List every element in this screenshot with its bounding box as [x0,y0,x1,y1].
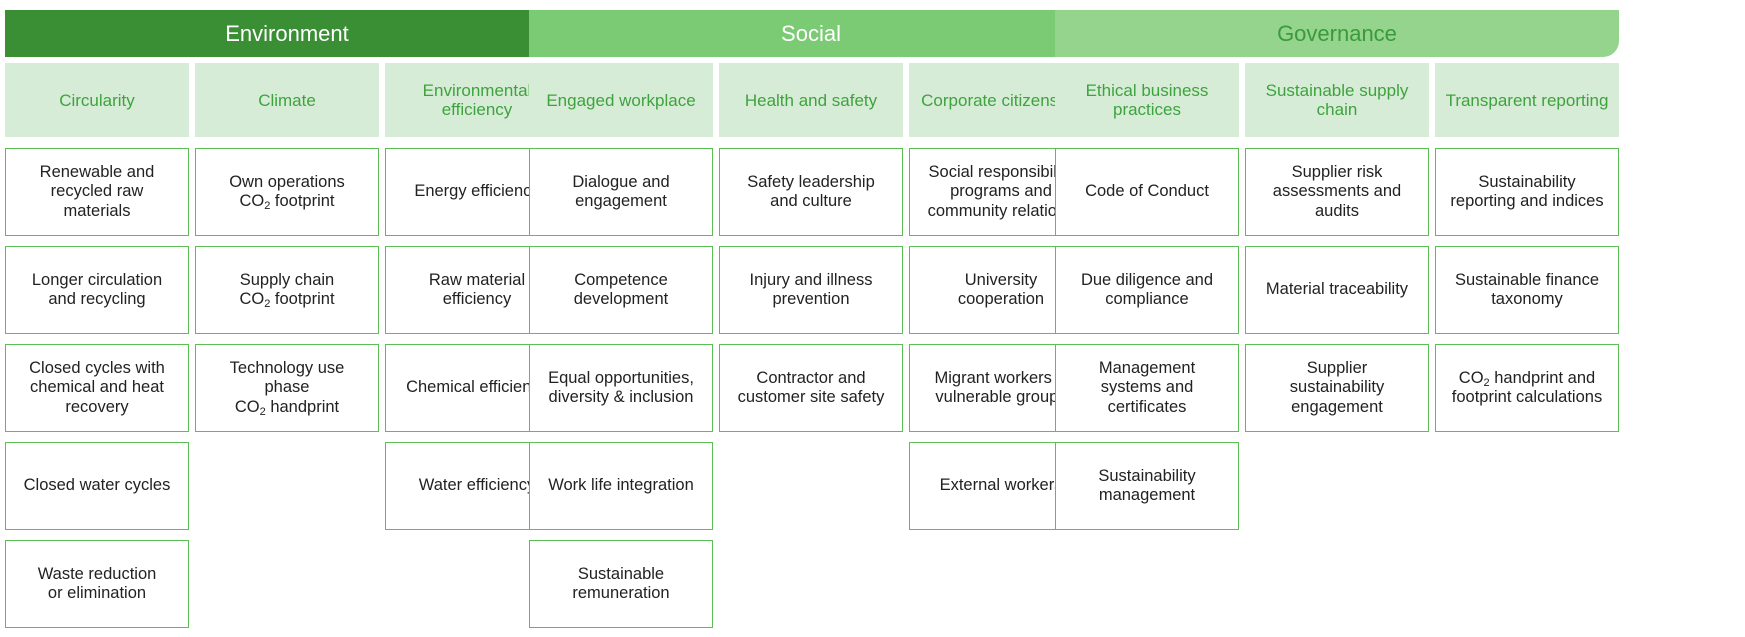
topic-card-migrant-workers-vulnerable-groups: Migrant workers & vulnerable groups [909,344,1093,432]
topic-card-competence-development: Competence development [529,246,713,334]
category-header-health-and-safety: Health and safety [719,63,903,137]
topic-card-work-life-integration: Work life integration [529,442,713,530]
topic-card-supplier-sustainability-engagement: Supplier sustainability engagement [1245,344,1429,432]
topic-card-technology-use-phase-co2-handprint: Technology use phase CO2 handprint [195,344,379,432]
topic-card-code-of-conduct: Code of Conduct [1055,148,1239,236]
category-header-sustainable-supply-chain: Sustainable supply chain [1245,63,1429,137]
category-header-climate: Climate [195,63,379,137]
category-header-engaged-workplace: Engaged workplace [529,63,713,137]
topic-card-supply-chain-co2-footprint: Supply chain CO2 footprint [195,246,379,334]
topic-card-supplier-risk-assessments-and-audits: Supplier risk assessments and audits [1245,148,1429,236]
topic-card-co2-handprint-and-footprint-calculations: CO2 handprint and footprint calculations [1435,344,1619,432]
topic-card-management-systems-and-certificates: Management systems and certificates [1055,344,1239,432]
topic-card-closed-cycles-with-chemical-and-heat-recovery: Closed cycles with chemical and heat rec… [5,344,189,432]
category-header-transparent-reporting: Transparent reporting [1435,63,1619,137]
topic-card-sustainability-reporting-and-indices: Sustainability reporting and indices [1435,148,1619,236]
topic-card-waste-reduction-or-elimination: Waste reduction or elimination [5,540,189,628]
topic-card-safety-leadership-and-culture: Safety leadership and culture [719,148,903,236]
topic-card-longer-circulation-and-recycling: Longer circulation and recycling [5,246,189,334]
topic-card-dialogue-and-engagement: Dialogue and engagement [529,148,713,236]
topic-card-due-diligence-and-compliance: Due diligence and compliance [1055,246,1239,334]
topic-card-closed-water-cycles: Closed water cycles [5,442,189,530]
category-header-ethical-business-practices: Ethical business practices [1055,63,1239,137]
pillar-header-social: Social [529,10,1093,57]
topic-card-injury-and-illness-prevention: Injury and illness prevention [719,246,903,334]
topic-card-equal-opportunities-diversity-inclusion: Equal opportunities, diversity & inclusi… [529,344,713,432]
topic-card-sustainability-management: Sustainability management [1055,442,1239,530]
topic-card-sustainable-finance-taxonomy: Sustainable finance taxonomy [1435,246,1619,334]
topic-card-sustainable-remuneration: Sustainable remuneration [529,540,713,628]
topic-card-material-traceability: Material traceability [1245,246,1429,334]
pillar-header-governance: Governance [1055,10,1619,57]
topic-card-renewable-and-recycled-raw-materials: Renewable and recycled raw materials [5,148,189,236]
topic-card-own-operations-co2-footprint: Own operations CO2 footprint [195,148,379,236]
pillar-header-environment: Environment [5,10,569,57]
category-header-circularity: Circularity [5,63,189,137]
topic-card-contractor-and-customer-site-safety: Contractor and customer site safety [719,344,903,432]
